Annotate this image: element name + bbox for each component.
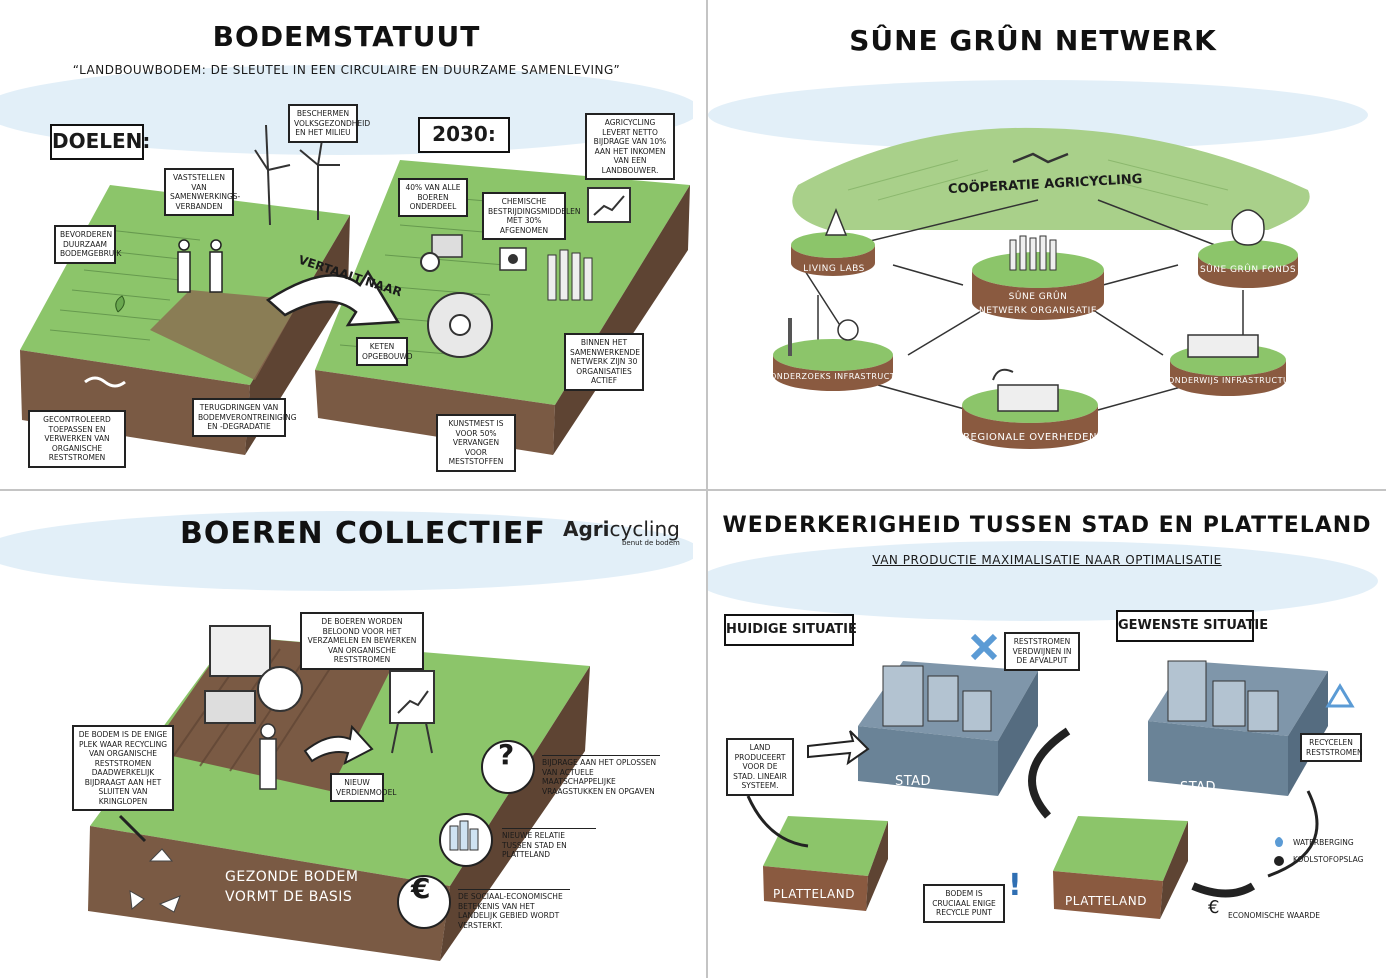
box-recyclen: RECYCELEN RESTSTROMEN [1300,733,1363,762]
box-gecontroleerd: GECONTROLEERD TOEPASSEN EN VERWERKEN VAN… [28,410,126,468]
gewenste-situatie: GEWENSTE SITUATIE [1116,610,1268,642]
soil-line-a: GEZONDE BODEM [225,869,359,885]
node-living-labs: LIVING LABS [803,264,865,274]
subtitle: VAN PRODUCTIE MAXIMALISATIE NAAR OPTIMAL… [872,553,1222,567]
koolstof-label: KOOLSTOFOPSLAG [1293,855,1364,864]
page-title: WEDERKERIGHEID TUSSEN STAD EN PLATTELAND [722,513,1372,538]
panel-wederkerigheid: WEDERKERIGHEID TUSSEN STAD EN PLATTELAND… [708,491,1386,980]
sociaal-text: DE SOCIAAL-ECONOMISCHE BETEKENIS VAN HET… [458,889,570,930]
box-bevorderen: BEVORDEREN DUURZAAM BODEMGEBRUIK [54,225,121,264]
box-enige: DE BODEM IS DE ENIGE PLEK WAAR RECYCLING… [72,725,174,811]
panel-sune-grun-netwerk: SÛNE GRÛN NETWERK COÖPERATIE AGRICYCLING… [708,0,1386,489]
node-regionale: REGIONALE OVERHEDEN [963,432,1097,443]
box-binnen: BINNEN HET SAMENWERKENDE NETWERK ZIJN 30… [564,333,644,391]
box-reststromen: RESTSTROMEN VERDWIJNEN IN DE AFVALPUT [1004,632,1080,671]
stad-label-2: STAD [1179,780,1217,795]
box-crucial: BODEM IS CRUCIAAL ENIGE RECYCLE PUNT [923,884,1005,923]
node-center-a: SÛNE GRÛN [1008,292,1068,302]
node-onderwijs: ONDERWIJS INFRASTRUCTUUR [1168,376,1302,385]
netwerk-illustration [708,80,1368,449]
node-sune-grun-fonds: SÛNE GRÛN FONDS [1199,265,1297,275]
agricycling-logo: Agricycling benut de bodem [563,517,680,547]
platteland-label-1: PLATTELAND [773,887,855,901]
bijdrage-text: BIJDRAGE AAN HET OPLOSSEN VAN ACTUELE MA… [542,755,660,796]
subtitle: “LANDBOUWBODEM: DE SLEUTEL IN EEN CIRCUL… [72,63,621,77]
icon-euro: € [411,872,431,905]
box-terugdringen: TERUGDRINGEN VAN BODEMVERONTREINIGING EN… [192,398,297,437]
page-title: BODEMSTATUUT [212,20,481,53]
horizontal-divider [0,489,1386,491]
box-beloond: DE BOEREN WORDEN BELOOND VOOR HET VERZAM… [300,612,424,670]
year-2030-label: 2030: [418,117,510,153]
stad-label-1: STAD [894,774,932,789]
platteland-label-2: PLATTELAND [1065,894,1147,908]
box-beschermen: BESCHERMEN VOLKSGEZONDHEID EN HET MILIEU [288,104,370,143]
icon-exclamation: ! [1008,868,1022,903]
box-keten: KETEN OPGEBOUWD [356,337,413,366]
logo-tagline: benut de bodem [621,539,680,547]
node-center-b: NETWERK ORGANISATIE [978,306,1098,316]
boeren-illustration [0,511,693,961]
wederkerigheid-illustration [708,541,1378,919]
box-chemische: CHEMISCHE BESTRIJDINGSMIDDELEN MET 30% A… [482,192,581,240]
soil-line-b: VORMT DE BASIS [225,889,353,905]
page-title: SÛNE GRÛN NETWERK [849,24,1217,57]
relatie-text: NIEUWE RELATIE TUSSEN STAD EN PLATTELAND [502,828,596,860]
logo-part-b: cycling [609,517,680,541]
huidige-situatie: HUIDIGE SITUATIE [724,614,857,646]
panel-bodemstatuut: BODEMSTATUUT “LANDBOUWBODEM: DE SLEUTEL … [0,0,693,489]
economische-label: ECONOMISCHE WAARDE [1228,911,1321,920]
logo-part-a: Agri [563,517,610,541]
box-boeren40: 40% VAN ALLE BOEREN ONDERDEEL [398,178,468,217]
icon-euro: € [1208,897,1220,918]
waterberging-label: WATERBERGING [1293,838,1354,847]
box-kunstmest: KUNSTMEST IS VOOR 50% VERVANGEN VOOR MES… [436,414,516,472]
panel-boeren-collectief: BOEREN COLLECTIEF Agricycling benut de b… [0,491,693,980]
box-land: LAND PRODUCEERT VOOR DE STAD. LINEAIR SY… [726,738,794,796]
icon-question: ? [498,738,515,771]
node-onderzoeks: ONDERZOEKS INFRASTRUCTUUR [770,372,915,381]
doelen-label: DOELEN: [50,124,150,160]
page-title: BOEREN COLLECTIEF [180,516,546,551]
box-vaststellen: VASTSTELLEN VAN SAMENWERKINGS-VERBANDEN [164,168,240,216]
box-agricycling: AGRICYCLING LEVERT NETTO BIJDRAGE VAN 10… [585,113,675,180]
box-verdienmodel: NIEUW VERDIENMODEL [330,773,396,802]
